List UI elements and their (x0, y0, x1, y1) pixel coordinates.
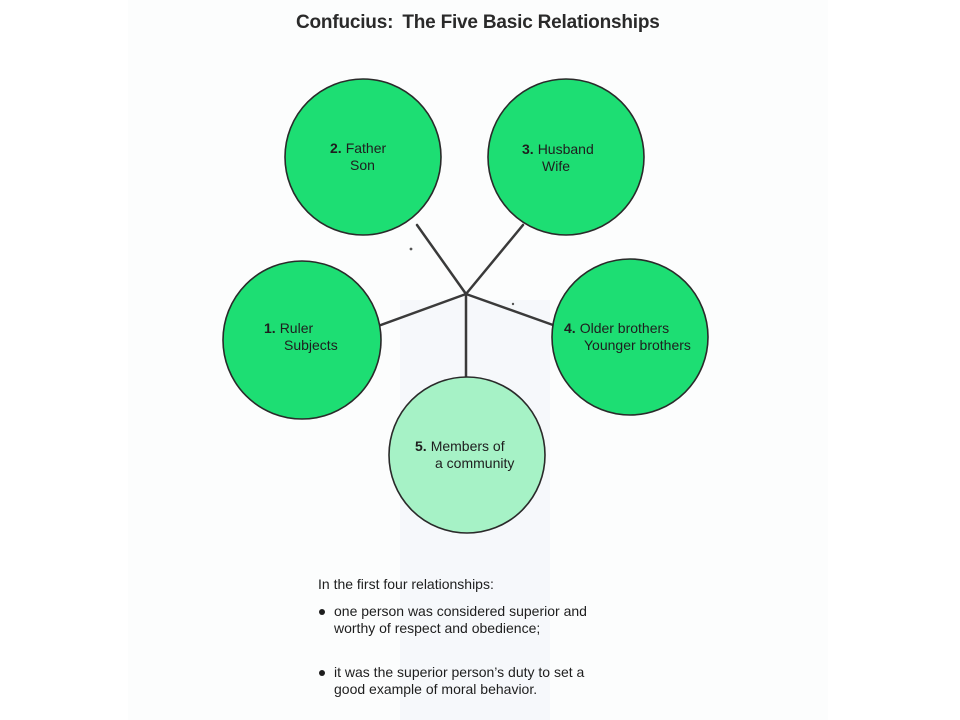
node-label-4: 4.Older brothers Younger brothers (564, 320, 691, 354)
relationship-circles (222, 78, 709, 534)
title-main: The Five Basic Relationships (402, 12, 660, 33)
notes-intro: In the first four relationships: (318, 576, 494, 592)
node-label-1: 1.Ruler Subjects (264, 320, 338, 354)
page-title: Confucius: The Five Basic Relationships (296, 12, 660, 34)
connector-line-4 (464, 292, 555, 327)
bullet-item: one person was considered superior and w… (318, 603, 638, 637)
bullet-item: it was the superior person’s duty to set… (318, 664, 638, 698)
bullet-line: one person was considered superior and (334, 603, 587, 619)
node-number-4: 4. (564, 320, 576, 336)
node-circle-1 (222, 260, 382, 420)
node-label-5: 5.Members of a community (415, 438, 514, 472)
connector-line-1 (376, 292, 468, 328)
node-label-2: 2.Father Son (330, 140, 386, 174)
title-prefix: Confucius: (296, 12, 394, 33)
connector-line-2 (415, 223, 468, 296)
node-circle-5 (388, 376, 546, 534)
notes-block: In the first four relationships: one per… (318, 576, 638, 698)
node-label-3: 3.Husband Wife (522, 141, 594, 175)
node-line1-2: Father (345, 140, 387, 156)
node-circle-3 (487, 78, 645, 236)
node-line1-1: Ruler (279, 320, 314, 336)
node-line2-3: Wife (542, 158, 570, 174)
node-line2-2: Son (350, 157, 375, 173)
bullet-line: it was the superior person’s duty to set… (334, 664, 585, 680)
scan-specks (409, 247, 515, 306)
bullet-icon (319, 670, 325, 676)
node-line2-4: Younger brothers (584, 337, 691, 353)
node-number-3: 3. (522, 141, 534, 157)
node-circle-2 (284, 78, 442, 236)
node-number-2: 2. (330, 140, 342, 156)
node-line1-3: Husband (537, 141, 594, 157)
node-number-1: 1. (264, 320, 276, 336)
node-number-5: 5. (415, 438, 427, 454)
connector-lines (376, 223, 555, 380)
bullet-icon (319, 609, 325, 615)
bullet-line: worthy of respect and obedience; (334, 620, 541, 636)
node-line2-5: a community (435, 455, 515, 471)
node-line1-5: Members of (430, 438, 505, 454)
node-line1-4: Older brothers (579, 320, 670, 336)
connector-line-3 (464, 223, 525, 296)
node-line2-1: Subjects (284, 337, 338, 353)
bullet-line: good example of moral behavior. (334, 681, 538, 697)
node-circle-4 (551, 258, 709, 416)
